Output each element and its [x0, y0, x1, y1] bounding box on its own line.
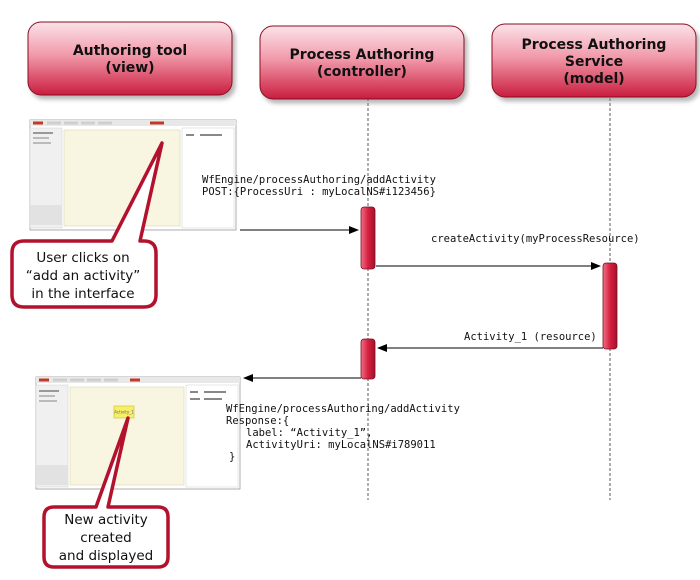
- callout-user-action: User clicks on “add an activity” in the …: [10, 141, 164, 309]
- participant-controller: Process Authoring (controller): [259, 25, 465, 100]
- service-call-label: createActivity(myProcessResource): [431, 233, 640, 245]
- activation-controller-2: [360, 338, 376, 380]
- participant-controller-title: Process Authoring: [290, 47, 435, 63]
- participant-view-title: Authoring tool: [73, 43, 187, 59]
- response-close: }: [229, 451, 235, 463]
- participant-model: Process Authoring Service (model): [491, 23, 697, 98]
- callout-result-line2: created: [80, 530, 131, 546]
- response-label-field: label: “Activity_1”,: [246, 427, 372, 439]
- participant-controller-role: (controller): [317, 64, 407, 80]
- participant-view-role: (view): [105, 60, 154, 76]
- new-activity-node: [113, 405, 135, 419]
- callout-user-action-line1: User clicks on: [36, 250, 129, 266]
- participant-model-title: Process Authoring: [522, 37, 667, 53]
- activation-controller-1: [360, 206, 376, 270]
- participant-view: Authoring tool (view): [27, 21, 233, 96]
- response-open: Response:{: [226, 415, 289, 427]
- callout-user-action-line3: in the interface: [31, 286, 134, 302]
- request-payload: POST:{ProcessUri : myLocalNS#i123456}: [202, 186, 436, 198]
- callout-result-line3: and displayed: [59, 548, 154, 564]
- participant-model-service: Service: [565, 54, 623, 70]
- callout-result: New activity created and displayed: [42, 416, 170, 569]
- service-return-label: Activity_1 (resource): [464, 331, 597, 343]
- callout-result-line1: New activity: [64, 512, 148, 528]
- participant-model-role: (model): [563, 71, 624, 87]
- callout-user-action-line2: “add an activity”: [26, 268, 141, 284]
- response-endpoint: WfEngine/processAuthoring/addActivity: [226, 403, 460, 415]
- activation-model: [602, 262, 618, 350]
- request-endpoint: WfEngine/processAuthoring/addActivity: [202, 174, 436, 186]
- response-uri-field: ActivityUri: myLocalNS#i789011: [246, 439, 436, 451]
- screenshot-thumbnail-after: Activity_1: [35, 376, 241, 490]
- new-activity-node-label: Activity_1: [114, 410, 134, 415]
